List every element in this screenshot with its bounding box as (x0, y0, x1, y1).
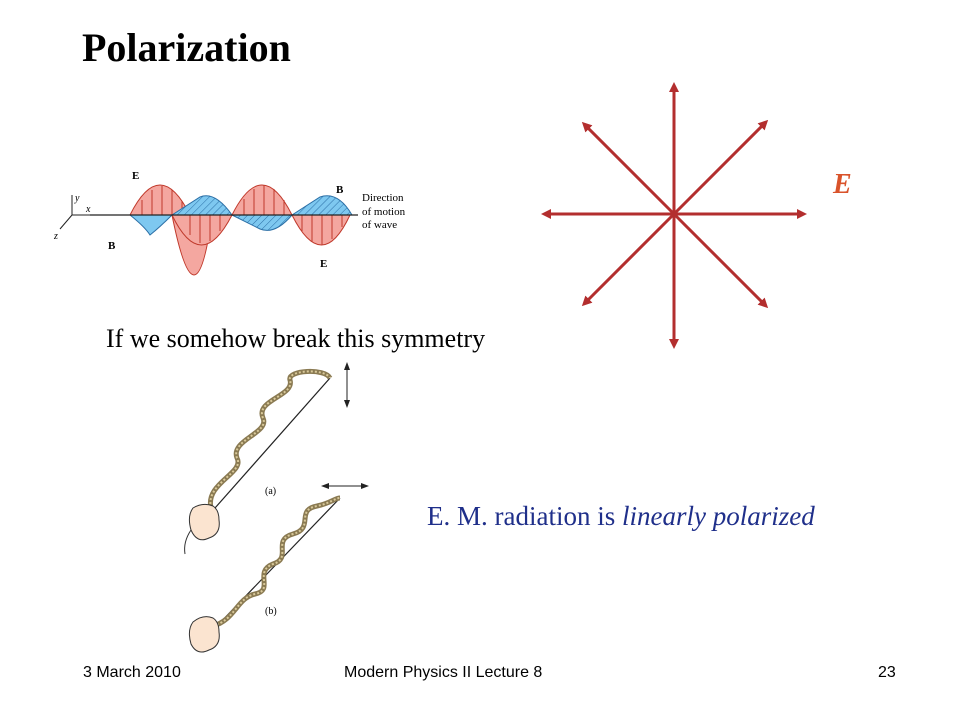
footer-date: 3 March 2010 (83, 664, 181, 681)
e-vector-lower-right (672, 212, 769, 309)
e-vector-upper-right (672, 119, 769, 216)
axis-z-label: z (53, 231, 58, 242)
axis-x-label: x (85, 204, 91, 215)
e-vector-upper-left (581, 121, 676, 216)
footer-course: Modern Physics II Lecture 8 (344, 664, 543, 681)
rope-polarization-diagram: (a) (b) (184, 362, 369, 653)
axis-y-label: y (74, 193, 80, 204)
rope-b: (b) (188, 483, 369, 653)
rope-label-a: (a) (265, 486, 276, 497)
wave-direction-line1: Direction (362, 192, 404, 204)
e-field-label: E (833, 169, 852, 200)
em-wave-diagram: y x z E B B E Direction of motion of wav… (53, 170, 406, 276)
wave-label-e-bottom: E (320, 258, 327, 270)
e-vector-lower-left (581, 212, 676, 307)
axis-triad: y x z (53, 193, 91, 242)
symmetry-statement: If we somehow break this symmetry (106, 324, 486, 353)
rope-a: (a) (184, 362, 350, 555)
slide-title: Polarization (82, 25, 291, 70)
wave-label-b-bottom: B (108, 240, 116, 252)
polarization-statement: E. M. radiation is linearly polarized (427, 498, 815, 534)
rope-label-b: (b) (265, 606, 277, 617)
wave-direction-line3: of wave (362, 219, 397, 231)
wave-label-e-top: E (132, 170, 139, 182)
e-field-lobes (129, 184, 351, 276)
e-field-star-diagram (541, 82, 807, 349)
footer-page-number: 23 (878, 664, 896, 681)
polarization-emphasis: linearly polarized (621, 501, 815, 531)
polarization-prefix: E. M. radiation is (427, 501, 622, 531)
wave-label-b-right: B (336, 184, 344, 196)
wave-direction-line2: of motion (362, 206, 406, 218)
